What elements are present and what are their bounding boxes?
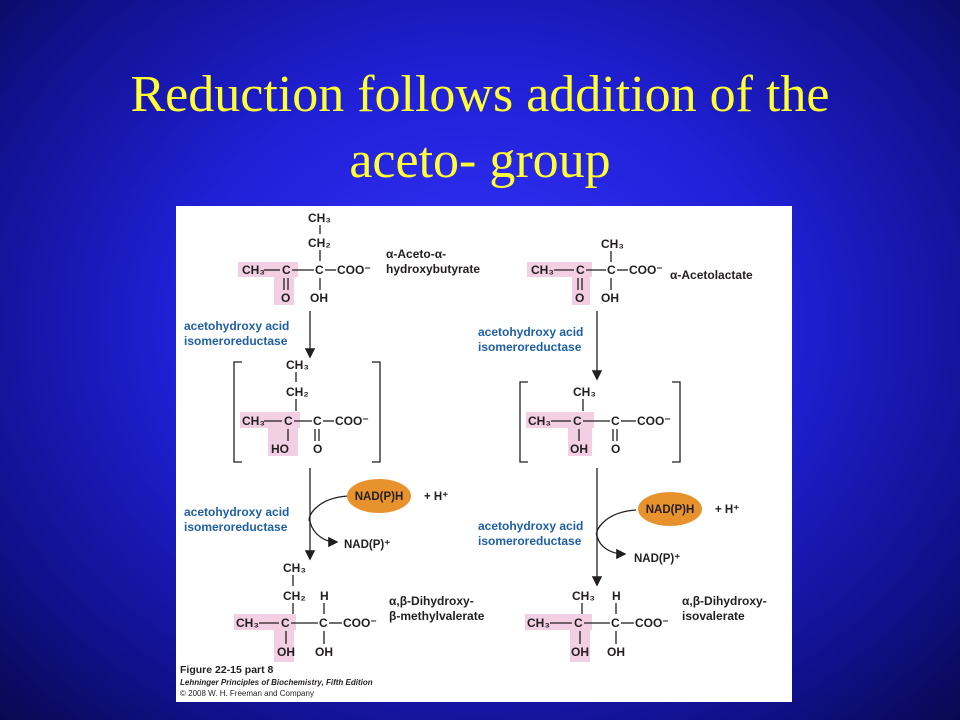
left-c3-h: H <box>320 589 329 603</box>
left-c3-ch2: CH₂ <box>283 589 306 603</box>
right-c1-ch3: CH₃ <box>601 237 624 251</box>
slide-title: Reduction follows addition of the aceto-… <box>0 62 960 194</box>
right-c2-c2: C <box>611 414 620 428</box>
right-cofactor-out: NAD(P)⁺ <box>634 553 680 565</box>
left-c1-highlight <box>238 262 298 305</box>
left-c1-ch3-left: CH₃ <box>242 263 265 277</box>
right-c1-oh: OH <box>601 291 619 305</box>
left-c3-oh1: OH <box>277 645 295 659</box>
left-c2-coo: COO⁻ <box>335 414 369 428</box>
right-enzyme-1-line-2: isomeroreductase <box>478 340 582 354</box>
right-c1-highlight <box>527 262 592 305</box>
right-c3-ch3-left: CH₃ <box>527 616 550 630</box>
right-cofactor-in: NAD(P)H <box>646 504 695 516</box>
right-c2-o: O <box>611 442 620 456</box>
left-c1-name-line-1: α-Aceto-α- <box>386 247 446 261</box>
right-c2-oh: OH <box>570 442 588 456</box>
left-cofactor-in: NAD(P)H <box>355 491 404 503</box>
left-c3-name-line-1: α,β-Dihydroxy- <box>389 594 474 608</box>
right-enzyme-2-line-1: acetohydroxy acid <box>478 519 583 533</box>
left-c3-name-line-2: β-methylvalerate <box>389 609 485 623</box>
right-c2-c1: C <box>573 414 582 428</box>
left-cofactor-out: NAD(P)⁺ <box>344 539 390 551</box>
right-enzyme-2-line-2: isomeroreductase <box>478 534 582 548</box>
left-c1-oh: OH <box>310 291 328 305</box>
right-c2-ch3-left: CH₃ <box>528 414 551 428</box>
left-enzyme-2-line-1: acetohydroxy acid <box>184 505 289 519</box>
right-c2-coo: COO⁻ <box>637 414 671 428</box>
left-cofactor-curve <box>308 495 349 548</box>
right-c2-highlight <box>526 412 594 456</box>
right-c1-c2: C <box>607 263 616 277</box>
figure-label: Figure 22-15 part 8 <box>180 664 274 676</box>
right-c2-bracket-right <box>672 381 681 463</box>
left-c2-o: O <box>313 442 322 456</box>
right-proton: + H⁺ <box>715 504 739 516</box>
right-c3-oh2: OH <box>607 645 625 659</box>
right-c1-coo: COO⁻ <box>629 263 663 277</box>
left-c2-c1: C <box>284 414 293 428</box>
right-c3-name-line-2: isovalerate <box>682 609 745 623</box>
right-c1-c1: C <box>576 263 585 277</box>
left-c3-ch3: CH₃ <box>283 561 306 575</box>
right-c2-bracket-left <box>519 381 528 463</box>
pathway-svg: CH₃ CH₂ CH₃ C C COO⁻ O OH α-Aceto-α- hyd… <box>180 211 767 698</box>
right-c3-h: H <box>612 589 621 603</box>
left-c1-name-line-2: hydroxybutyrate <box>386 262 480 276</box>
right-c2-ch3: CH₃ <box>573 385 596 399</box>
left-c3-c1: C <box>281 616 290 630</box>
left-proton: + H⁺ <box>424 491 448 503</box>
left-c2-ch3-left: CH₃ <box>242 414 265 428</box>
left-enzyme-2-line-2: isomeroreductase <box>184 520 288 534</box>
left-c1-c1: C <box>282 263 291 277</box>
left-c2-ch2: CH₂ <box>286 385 309 399</box>
left-c1-c2: C <box>315 263 324 277</box>
left-c3-coo: COO⁻ <box>343 616 377 630</box>
left-c2-bracket-right <box>372 361 381 463</box>
pathway-figure: CH₃ CH₂ CH₃ C C COO⁻ O OH α-Aceto-α- hyd… <box>176 206 792 702</box>
left-c2-ch3: CH₃ <box>286 358 309 372</box>
left-c1-o: O <box>281 291 290 305</box>
left-c3-oh2: OH <box>315 645 333 659</box>
right-c1-name: α-Acetolactate <box>670 268 753 282</box>
left-cofactor-oval <box>347 479 411 513</box>
left-c3-c2: C <box>319 616 328 630</box>
right-cofactor-oval <box>638 492 702 526</box>
left-c1-ch2: CH₂ <box>308 236 331 250</box>
left-c2-ho: HO <box>271 442 289 456</box>
left-enzyme-1-line-1: acetohydroxy acid <box>184 319 289 333</box>
right-cofactor-curve <box>595 509 637 560</box>
figure-book: Lehninger Principles of Biochemistry, Fi… <box>180 678 373 687</box>
left-c2-c2: C <box>313 414 322 428</box>
right-c3-oh1: OH <box>571 645 589 659</box>
right-c1-ch3-left: CH₃ <box>531 263 554 277</box>
left-c3-ch3-left: CH₃ <box>236 616 259 630</box>
slide-title-line-1: Reduction follows addition of the <box>130 66 830 123</box>
right-enzyme-1-line-1: acetohydroxy acid <box>478 325 583 339</box>
right-c3-ch3: CH₃ <box>572 589 595 603</box>
figure-copyright: © 2008 W. H. Freeman and Company <box>180 689 314 698</box>
left-c2-bracket-left <box>233 361 242 463</box>
right-c1-o: O <box>575 291 584 305</box>
slide-title-line-2: aceto- group <box>349 132 611 189</box>
left-c1-coo: COO⁻ <box>337 263 371 277</box>
right-c3-c1: C <box>574 616 583 630</box>
left-c3-highlight <box>234 614 296 662</box>
right-c3-coo: COO⁻ <box>635 616 669 630</box>
left-c2-highlight <box>240 412 300 456</box>
right-c3-c2: C <box>611 616 620 630</box>
right-c3-name-line-1: α,β-Dihydroxy- <box>682 594 767 608</box>
right-c3-highlight <box>525 614 592 662</box>
left-c1-ch3: CH₃ <box>308 211 331 225</box>
left-enzyme-1-line-2: isomeroreductase <box>184 334 288 348</box>
